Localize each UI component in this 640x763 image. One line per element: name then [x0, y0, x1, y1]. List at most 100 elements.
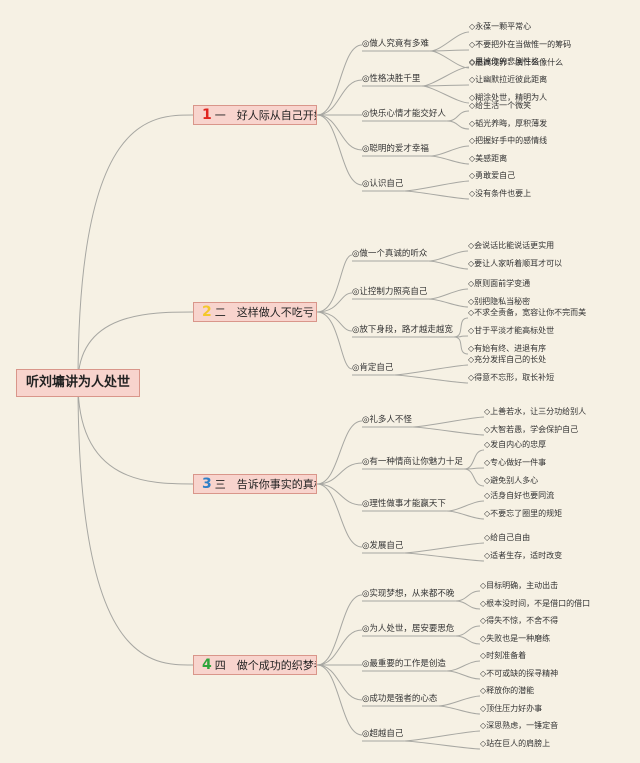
- point-node: ◇美感距离: [469, 154, 508, 163]
- point-node: ◇要让人家听着顺耳才可以: [468, 259, 563, 268]
- connector-line: [421, 85, 470, 104]
- point-node: ◇上善若水，让三分功给别人: [484, 407, 587, 416]
- connector-line: [412, 426, 485, 436]
- topic-node: ◎礼多人不怪: [362, 415, 412, 425]
- point-node: ◇给自己自由: [484, 533, 531, 542]
- topic-node: ◎最重要的工作是创造: [362, 659, 446, 669]
- point-node: ◇顶住压力好办事: [480, 704, 543, 713]
- topic-node: ◎超越自己: [362, 729, 404, 739]
- chapter-number: 3: [202, 476, 212, 492]
- point-node: ◇失败也是一种磨练: [480, 634, 551, 643]
- chapter-label: 二 这样做人不吃亏: [214, 306, 314, 319]
- point-node: ◇最高境界：演什么像什么: [469, 58, 564, 67]
- connector-line: [446, 110, 470, 122]
- point-node: ◇糊涂处世，精明为人: [469, 93, 548, 102]
- point-node: ◇专心做好一件事: [484, 458, 547, 467]
- connector-line: [404, 542, 485, 554]
- connector-line: [446, 510, 485, 520]
- point-node: ◇把握好手中的感情线: [469, 136, 548, 145]
- topic-node: ◎放下身段，路才越走越宽: [352, 325, 453, 335]
- connector-line: [77, 311, 194, 384]
- connector-line: [428, 250, 469, 262]
- connector-line: [455, 600, 481, 610]
- point-node: ◇给生活一个微笑: [469, 101, 532, 110]
- connector-line: [428, 260, 469, 270]
- topic-node: ◎实现梦想，从来都不晚: [362, 589, 455, 599]
- connector-line: [428, 298, 469, 308]
- connector-line: [394, 364, 469, 376]
- point-node: ◇韬光养晦，厚积薄发: [469, 119, 548, 128]
- connector-line: [404, 552, 485, 562]
- connector-line: [429, 49, 470, 52]
- topic-node: ◎认识自己: [362, 179, 404, 189]
- point-node: ◇得失不惊，不舍不得: [480, 616, 559, 625]
- connector-line: [316, 629, 363, 666]
- point-node: ◇大智若愚，学会保护自己: [484, 425, 579, 434]
- connector-line: [463, 468, 485, 487]
- point-node: ◇别把隐私当秘密: [468, 297, 531, 306]
- connector-line: [316, 292, 353, 313]
- chapter-number: 4: [202, 657, 212, 673]
- connector-line: [429, 31, 470, 52]
- connector-line: [316, 44, 363, 116]
- connector-line: [316, 594, 363, 666]
- connector-line: [316, 79, 363, 116]
- point-node: ◇不要把外在当做惟一的筹码: [469, 40, 572, 49]
- point-node: ◇有始有终、进退有序: [468, 344, 547, 353]
- point-node: ◇得意不忘形，取长补短: [468, 373, 555, 382]
- point-node: ◇不求全责备，宽容让你不完而美: [468, 308, 587, 317]
- connector-line: [404, 180, 470, 192]
- connector-line: [316, 114, 363, 186]
- connector-line: [428, 288, 469, 300]
- connector-line: [429, 145, 470, 157]
- root-node-title: 听刘墉讲为人处世: [16, 369, 140, 397]
- topic-node: ◎让控制力照亮自己: [352, 287, 428, 297]
- connector-line: [316, 311, 353, 370]
- topic-node: ◎做人究竟有多难: [362, 39, 429, 49]
- connector-line: [394, 374, 469, 384]
- point-node: ◇甘于平淡才能高标处世: [468, 326, 555, 335]
- connector-line: [316, 462, 363, 485]
- topic-node: ◎成功是强者的心态: [362, 694, 438, 704]
- point-node: ◇原则面前学变通: [468, 279, 531, 288]
- point-node: ◇释放你的潜能: [480, 686, 535, 695]
- point-node: ◇时刻准备着: [480, 651, 527, 660]
- connector-line: [429, 155, 470, 165]
- connector-line: [421, 84, 470, 87]
- point-node: ◇不要忘了圈里的规矩: [484, 509, 563, 518]
- connector-line: [463, 449, 485, 470]
- point-node: ◇充分发挥自己的长处: [468, 355, 547, 364]
- topic-node: ◎聪明的爱才幸福: [362, 144, 429, 154]
- connector-line: [455, 635, 481, 645]
- point-node: ◇不可或缺的探寻精神: [480, 669, 559, 678]
- connector-line: [455, 590, 481, 602]
- connector-line: [77, 382, 194, 666]
- connector-line: [316, 114, 363, 151]
- point-node: ◇勇敢爱自己: [469, 171, 516, 180]
- point-node: ◇避免别人多心: [484, 476, 539, 485]
- connector-line: [316, 420, 363, 485]
- connector-line: [77, 382, 194, 485]
- point-node: ◇让幽默拉近彼此距离: [469, 75, 548, 84]
- connector-line: [438, 705, 481, 715]
- point-node: ◇根本没时间，不是借口的借口: [480, 599, 591, 608]
- point-node: ◇目标明确，主动出击: [480, 581, 559, 590]
- point-node: ◇适者生存，适时改变: [484, 551, 563, 560]
- connector-line: [446, 120, 470, 130]
- connector-line: [404, 190, 470, 200]
- point-node: ◇活身自好也要同流: [484, 491, 555, 500]
- topic-node: ◎做一个真诚的听众: [352, 249, 428, 259]
- point-node: ◇站在巨人的肩膀上: [480, 739, 551, 748]
- chapter-number: 2: [202, 304, 212, 320]
- connector-line: [455, 625, 481, 637]
- chapter-number: 1: [202, 107, 212, 123]
- connector-line: [77, 114, 194, 384]
- point-node: ◇甩掉你的悲剧性格: [469, 57, 540, 66]
- connector-line: [453, 336, 469, 355]
